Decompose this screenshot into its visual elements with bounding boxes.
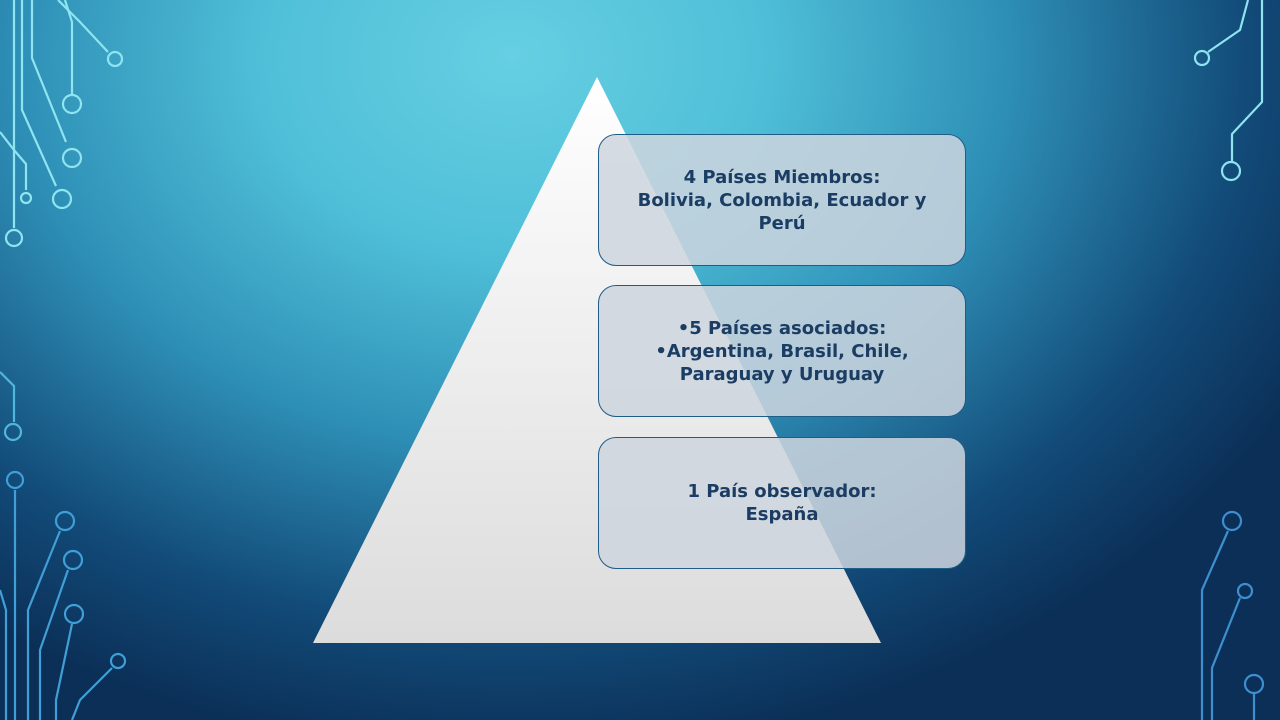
pyramid-level-observer: 1 País observador: España [598,437,966,569]
level-detail: •Argentina, Brasil, Chile, Paraguay y Ur… [655,340,909,385]
level-title: •5 Países asociados: [677,317,887,339]
pyramid-level-associates: •5 Países asociados: •Argentina, Brasil,… [598,285,966,417]
level-detail: Bolivia, Colombia, Ecuador y Perú [637,189,927,234]
level-title: 1 País observador: [687,481,877,502]
pyramid-level-members: 4 Países Miembros: Bolivia, Colombia, Ec… [598,134,966,266]
level-detail: España [745,504,819,525]
level-title: 4 Países Miembros: [683,166,881,188]
